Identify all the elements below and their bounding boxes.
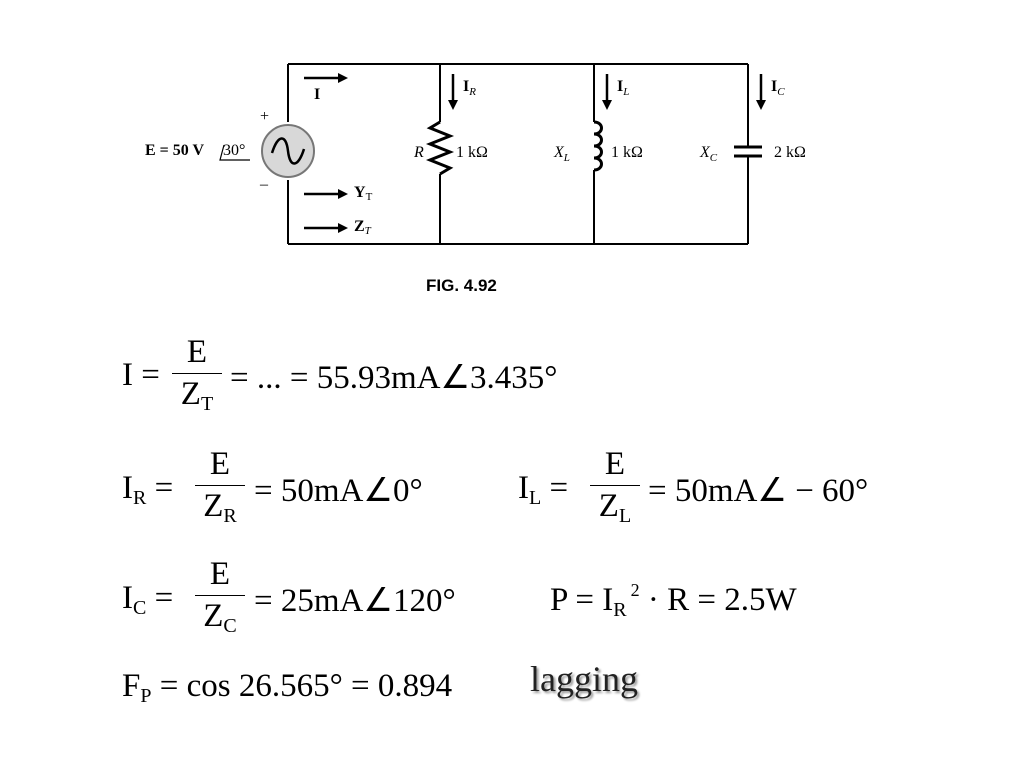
eq1-rhs: = ... = 55.93mA∠3.435° [230, 360, 558, 396]
XC-symbol: XC [700, 144, 718, 165]
inductor-icon [593, 120, 603, 172]
R-symbol: R [414, 144, 424, 161]
eq1-fraction: E ZT [172, 334, 222, 416]
XC-value: 2 kΩ [774, 144, 806, 161]
eq3b-power: P = IR2 · R = 2.5W [550, 580, 797, 621]
eq1-lhs: I = [122, 357, 160, 393]
eq2a-rhs: = 50mA∠0° [254, 473, 423, 509]
eq4-power-factor: FP = cos 26.565° = 0.894 [122, 668, 453, 707]
eq3a-lhs: IC = [122, 580, 174, 619]
eq3a-fraction: E ZC [195, 556, 245, 638]
eq2a-lhs: IR = [122, 470, 174, 509]
circuit-diagram [219, 63, 766, 245]
plus-sign: + [260, 108, 270, 125]
XL-value: 1 kΩ [611, 144, 643, 161]
current-I-label: I [314, 86, 321, 103]
circuit-figure: E = 50 V 30° + – I YT ZT IR IL IC R 1 kΩ… [130, 50, 830, 300]
figure-caption: FIG. 4.92 [426, 276, 497, 295]
eq3a-rhs: = 25mA∠120° [254, 583, 456, 619]
source-label: E = 50 V [145, 142, 205, 159]
IL-label: IL [617, 78, 630, 99]
eq2b-rhs: = 50mA∠ − 60° [648, 473, 869, 509]
minus-sign: – [260, 176, 268, 193]
Zt-label: ZT [354, 218, 371, 237]
Yt-label: YT [354, 184, 373, 203]
IR-label: IR [463, 78, 476, 99]
R-value: 1 kΩ [456, 144, 488, 161]
source-angle: 30° [223, 142, 246, 159]
eq2b-fraction: E ZL [590, 446, 640, 528]
IC-label: IC [771, 78, 785, 99]
eq2b-lhs: IL = [518, 470, 569, 509]
lagging-note: lagging [530, 659, 638, 699]
XL-symbol: XL [554, 144, 570, 165]
resistor-icon [425, 120, 455, 176]
eq2a-fraction: E ZR [195, 446, 245, 528]
